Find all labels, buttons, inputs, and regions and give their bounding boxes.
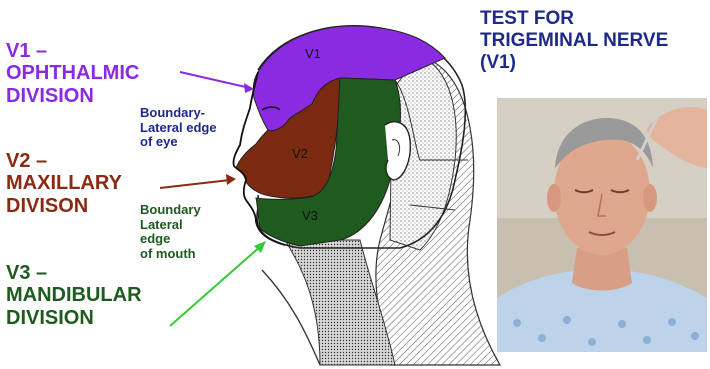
v2-arrow [160, 174, 236, 188]
v3-region-label: V3 [302, 208, 318, 223]
eye-boundary-line-1: Boundary- [140, 106, 217, 121]
v1-arrow [180, 72, 254, 93]
eye-boundary-note: Boundary- Lateral edge of eye [140, 106, 217, 150]
title-line-3: (V1) [480, 52, 668, 74]
v1-line-1: V1 – [6, 40, 139, 62]
v3-division-label: V3 – MANDIBULAR DIVISION [6, 262, 142, 329]
patient-photo [497, 98, 707, 352]
v3-line-2: MANDIBULAR [6, 284, 142, 306]
eye-boundary-line-3: of eye [140, 135, 217, 150]
v2-region-label: V2 [292, 146, 308, 161]
v2-division-label: V2 – MAXILLARY DIVISON [6, 150, 122, 217]
eye-boundary-line-2: Lateral edge [140, 121, 217, 136]
v2-line-1: V2 – [6, 150, 122, 172]
v3-line-1: V3 – [6, 262, 142, 284]
title-line-1: TEST FOR [480, 8, 668, 30]
title-line-2: TRIGEMINAL NERVE [480, 30, 668, 52]
v1-line-3: DIVISION [6, 85, 139, 107]
mouth-boundary-line-2: Lateral [140, 218, 201, 233]
test-title: TEST FOR TRIGEMINAL NERVE (V1) [480, 8, 668, 74]
v2-line-2: MAXILLARY [6, 172, 122, 194]
v1-line-2: OPHTHALMIC [6, 62, 139, 84]
v1-region-label: V1 [305, 46, 321, 61]
v2-line-3: DIVISON [6, 195, 122, 217]
v3-line-3: DIVISION [6, 307, 142, 329]
mouth-boundary-line-1: Boundary [140, 203, 201, 218]
mouth-boundary-note: Boundary Lateral edge of mouth [140, 203, 201, 261]
mouth-boundary-line-4: of mouth [140, 247, 201, 262]
mouth-boundary-line-3: edge [140, 232, 201, 247]
v1-division-label: V1 – OPHTHALMIC DIVISION [6, 40, 139, 107]
